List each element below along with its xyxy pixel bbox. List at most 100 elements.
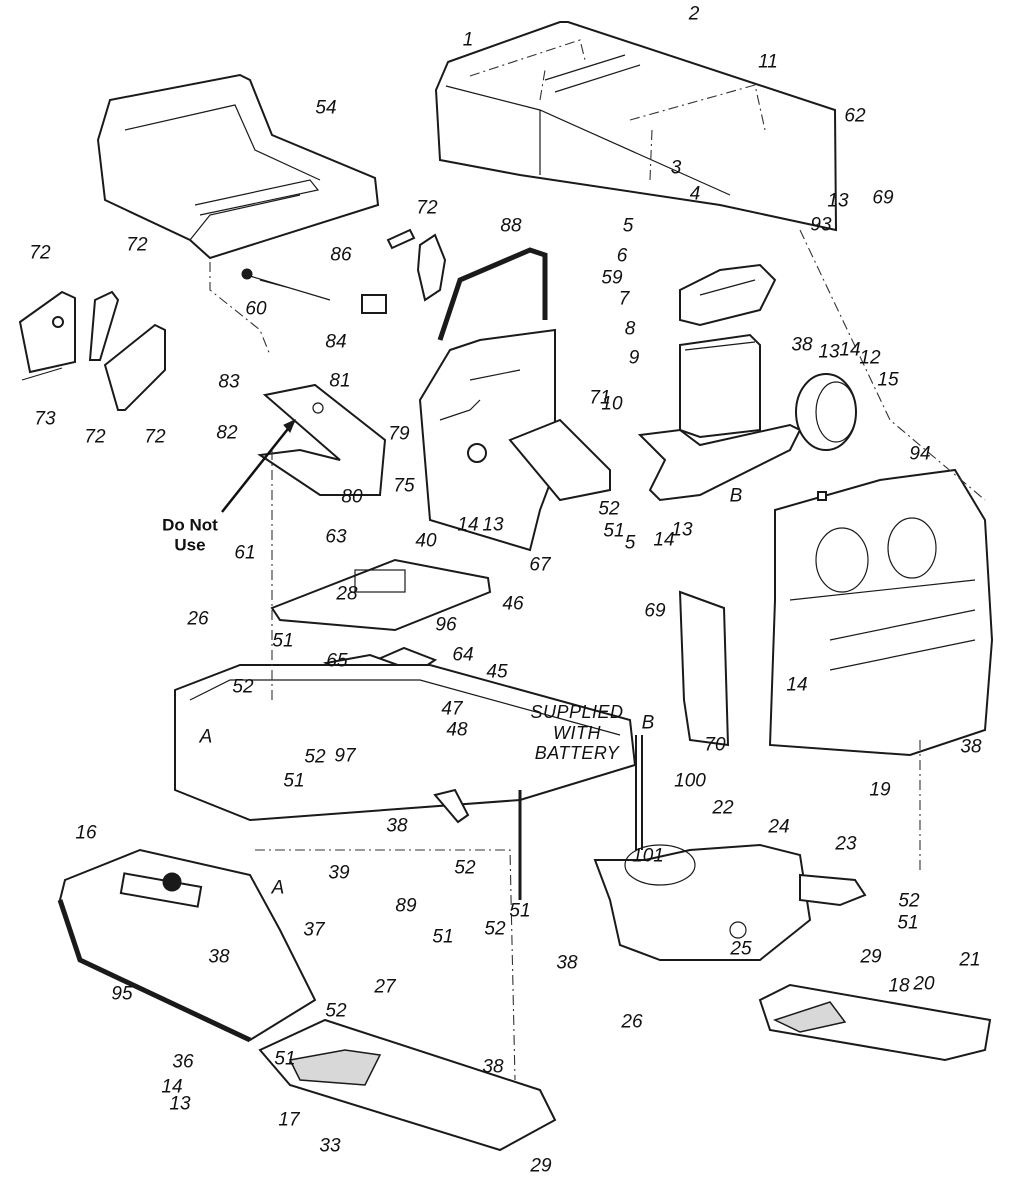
part-callout-B: B — [729, 485, 743, 507]
do-not-use-line1: Do Not — [162, 515, 218, 535]
part-callout-39: 39 — [328, 862, 350, 884]
part-callout-13: 13 — [482, 514, 504, 536]
part-callout-26: 26 — [187, 608, 209, 630]
part-callout-64: 64 — [452, 644, 474, 666]
part-callout-9: 9 — [628, 347, 640, 369]
throttle-control — [386, 228, 447, 302]
part-callout-33: 33 — [319, 1135, 341, 1157]
part-callout-6: 6 — [616, 245, 628, 267]
part-callout-12: 12 — [859, 347, 881, 369]
part-callout-5: 5 — [624, 532, 636, 554]
part-callout-88: 88 — [500, 215, 522, 237]
seat-mount — [257, 383, 387, 496]
part-callout-100: 100 — [674, 770, 706, 792]
part-callout-75: 75 — [393, 475, 415, 497]
part-callout-38: 38 — [791, 334, 813, 356]
part-callout-11: 11 — [758, 51, 778, 73]
part-callout-72: 72 — [84, 426, 106, 448]
part-callout-4: 4 — [689, 183, 701, 205]
rear-frame — [593, 843, 867, 961]
part-callout-38: 38 — [960, 736, 982, 758]
battery — [679, 333, 761, 439]
dash-console — [418, 328, 611, 552]
part-callout-65: 65 — [326, 650, 348, 672]
part-callout-86: 86 — [330, 244, 352, 266]
battery-cover — [679, 263, 777, 327]
part-callout-54: 54 — [315, 97, 337, 119]
part-callout-80: 80 — [341, 486, 363, 508]
part-callout-51: 51 — [603, 520, 625, 542]
part-callout-52: 52 — [598, 498, 620, 520]
part-callout-8: 8 — [624, 318, 636, 340]
part-callout-73: 73 — [34, 408, 56, 430]
part-callout-69: 69 — [872, 187, 894, 209]
part-callout-96: 96 — [435, 614, 457, 636]
part-callout-59: 59 — [601, 267, 623, 289]
part-callout-101: 101 — [632, 845, 664, 867]
arrow-head — [283, 419, 296, 433]
part-callout-29: 29 — [530, 1155, 552, 1177]
do-not-use-arrow — [221, 419, 296, 513]
part-callout-52: 52 — [325, 1000, 347, 1022]
part-callout-21: 21 — [959, 949, 981, 971]
part-callout-17: 17 — [278, 1109, 300, 1131]
part-callout-15: 15 — [877, 369, 899, 391]
do-not-use-note: Do Not Use — [162, 515, 218, 554]
hood — [434, 21, 838, 232]
part-callout-61: 61 — [234, 542, 256, 564]
part-callout-27: 27 — [374, 976, 396, 998]
lever-assembly-left — [18, 290, 166, 411]
part-callout-52: 52 — [304, 746, 326, 768]
part-callout-51: 51 — [283, 770, 305, 792]
part-callout-38: 38 — [556, 952, 578, 974]
part-callout-79: 79 — [388, 423, 410, 445]
part-callout-13: 13 — [818, 341, 840, 363]
assembly-line-footrest — [255, 849, 516, 1081]
do-not-use-line2: Use — [174, 535, 206, 554]
part-callout-29: 29 — [860, 946, 882, 968]
part-callout-38: 38 — [386, 815, 408, 837]
fender — [57, 848, 317, 1043]
supplied-with-battery-note: SUPPLIED WITH BATTERY — [530, 702, 623, 764]
part-callout-5: 5 — [622, 215, 634, 237]
part-callout-81: 81 — [329, 370, 351, 392]
part-callout-67: 67 — [529, 554, 551, 576]
part-callout-51: 51 — [432, 926, 454, 948]
part-callout-83: 83 — [218, 371, 240, 393]
part-callout-14: 14 — [786, 674, 808, 696]
part-callout-45: 45 — [486, 661, 508, 683]
battery-tray — [637, 423, 802, 502]
trim-rail — [437, 247, 548, 341]
part-callout-16: 16 — [75, 822, 97, 844]
part-callout-37: 37 — [303, 919, 325, 941]
part-callout-22: 22 — [712, 797, 734, 819]
part-callout-52: 52 — [232, 676, 254, 698]
assembly-line-hood — [799, 229, 986, 501]
part-callout-72: 72 — [144, 426, 166, 448]
part-callout-93: 93 — [810, 214, 832, 236]
part-callout-51: 51 — [272, 630, 294, 652]
seat — [96, 73, 380, 260]
assembly-line-seat — [209, 262, 271, 356]
part-callout-14: 14 — [653, 529, 675, 551]
part-callout-19: 19 — [869, 779, 891, 801]
headlight — [795, 373, 857, 451]
part-callout-3: 3 — [670, 157, 682, 179]
part-callout-63: 63 — [325, 526, 347, 548]
part-callout-72: 72 — [416, 197, 438, 219]
main-frame — [174, 664, 637, 900]
part-callout-51: 51 — [897, 912, 919, 934]
part-callout-13: 13 — [827, 190, 849, 212]
part-callout-52: 52 — [898, 890, 920, 912]
part-callout-7: 7 — [618, 288, 630, 310]
supplied-line3: BATTERY — [534, 743, 620, 764]
part-callout-20: 20 — [913, 973, 935, 995]
part-callout-89: 89 — [395, 895, 417, 917]
part-callout-48: 48 — [446, 719, 468, 741]
part-callout-A: A — [271, 877, 285, 899]
supplied-line2: WITH — [553, 722, 601, 743]
part-callout-46: 46 — [502, 593, 524, 615]
part-callout-14: 14 — [161, 1076, 183, 1098]
